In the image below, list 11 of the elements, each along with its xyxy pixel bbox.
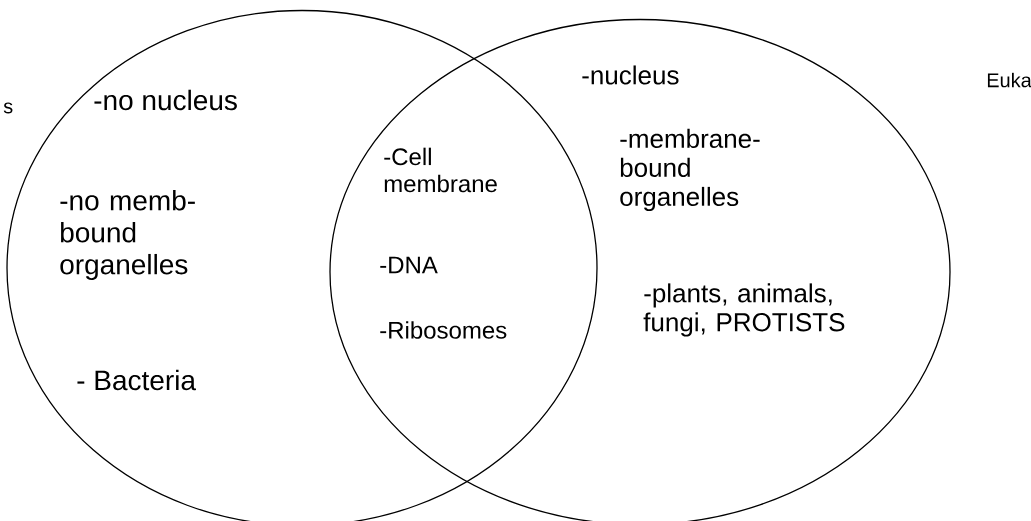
- venn-note: -Ribosomes: [380, 321, 507, 339]
- circle-heading: s: [3, 102, 13, 114]
- venn-note: -no nucleus: [94, 89, 237, 111]
- circle-heading: Euka: [987, 72, 1031, 88]
- venn-note: -nucleus: [582, 65, 679, 85]
- venn-note: -plants, animals, fungi, PROTISTS: [643, 283, 845, 337]
- venn-note: - Bacteria: [77, 369, 196, 391]
- venn-note: -membrane- bound organelles: [620, 128, 760, 212]
- venn-note: -DNA: [380, 256, 438, 274]
- venn-note: -no memb- bound organelles: [60, 189, 195, 281]
- venn-note: -Cell membrane: [384, 147, 497, 193]
